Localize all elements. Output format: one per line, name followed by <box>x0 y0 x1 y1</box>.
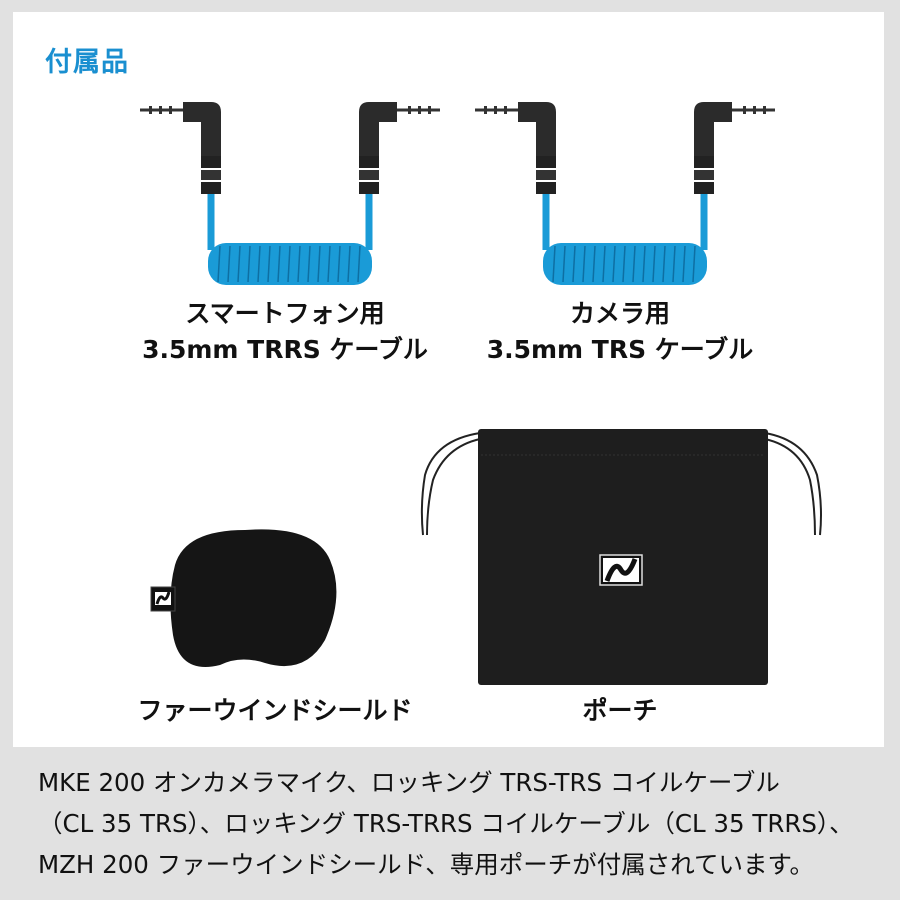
camera-cable-label: カメラ用 3.5mm TRS ケーブル <box>455 296 785 368</box>
coiled-cable-icon <box>473 100 777 285</box>
drawstring-pouch-icon <box>420 429 822 685</box>
label-line1: カメラ用 <box>569 299 670 328</box>
description-text: MKE 200 オンカメラマイク、ロッキング TRS-TRS コイルケーブル （… <box>38 762 878 885</box>
label-line1: ポーチ <box>582 696 658 725</box>
pouch-label: ポーチ <box>520 693 720 729</box>
smartphone-cable-label: スマートフォン用 3.5mm TRRS ケーブル <box>120 296 450 368</box>
fur-windshield-icon <box>150 529 337 667</box>
label-line2: 3.5mm TRS ケーブル <box>486 335 754 364</box>
caption-line2: （CL 35 TRS）、ロッキング TRS-TRRS コイルケーブル（CL 35… <box>38 809 854 838</box>
caption-line3: MZH 200 ファーウインドシールド、専用ポーチが付属されています。 <box>38 850 815 879</box>
label-line2: 3.5mm TRRS ケーブル <box>142 335 428 364</box>
caption-line1: MKE 200 オンカメラマイク、ロッキング TRS-TRS コイルケーブル <box>38 768 780 797</box>
coiled-cable-icon <box>138 100 442 285</box>
page-title: 付属品 <box>45 47 129 78</box>
label-line1: ファーウインドシールド <box>137 696 413 725</box>
label-line1: スマートフォン用 <box>185 299 385 328</box>
windshield-label: ファーウインドシールド <box>100 693 450 729</box>
